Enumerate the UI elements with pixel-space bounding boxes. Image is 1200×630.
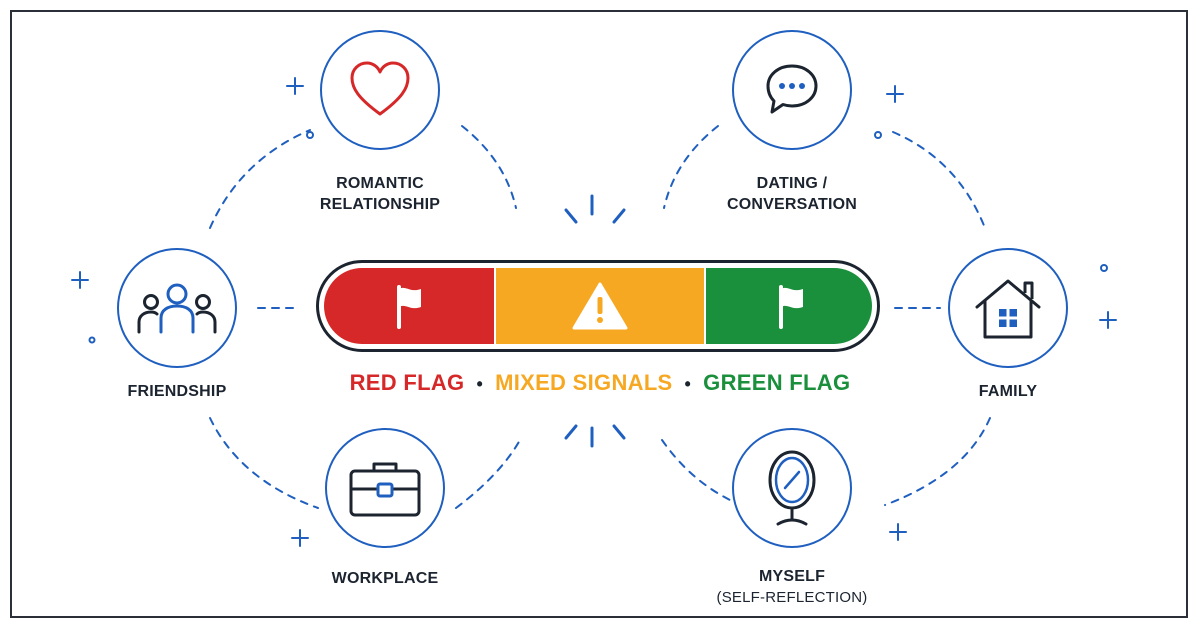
romantic-relationship-node [320,30,440,150]
small-rings [88,131,1108,344]
burst-rays-bottom [564,424,626,448]
legend-separator: • [476,374,484,394]
dating-conversation-label: DATING / CONVERSATION [712,173,872,215]
legend-mixed: MIXED SIGNALS [495,370,673,395]
romantic-relationship-label: ROMANTIC RELATIONSHIP [300,173,460,215]
dating-line1: DATING / [756,175,828,192]
house-icon [975,279,1041,339]
workplace-node [325,428,445,548]
mixed-segment [493,268,705,344]
red-segment [324,268,494,344]
meter-track [324,268,872,344]
flag-icon [779,285,804,329]
heart-icon [350,61,410,116]
legend-separator: • [684,374,692,394]
signal-legend: RED FLAG • MIXED SIGNALS • GREEN FLAG [300,370,900,396]
myself-node [732,428,852,548]
green-segment [704,268,872,344]
legend-red: RED FLAG [349,370,465,395]
romantic-line1: ROMANTIC [336,175,424,192]
myself-subtitle: (SELF-REFLECTION) [716,589,868,606]
workplace-label: WORKPLACE [331,570,439,587]
friendship-node [117,248,237,368]
sparkles [71,77,1117,547]
myself-label: MYSELF (SELF-REFLECTION) [712,566,872,608]
myself-title: MYSELF [758,568,826,585]
friendship-label: FRIENDSHIP [127,383,227,400]
burst-rays-top [564,194,626,224]
mirror-icon [768,450,816,526]
romantic-line2: RELATIONSHIP [319,196,441,213]
group-people-icon [137,283,217,334]
signal-meter [316,260,880,352]
warning-icon [572,282,628,330]
family-label: FAMILY [978,383,1038,400]
speech-bubble-icon [766,64,818,114]
family-node [948,248,1068,368]
briefcase-icon [349,462,421,517]
frame-border [10,10,1188,618]
legend-green: GREEN FLAG [703,370,851,395]
dating-line2: CONVERSATION [726,196,858,213]
flag-icon [396,285,421,329]
dating-conversation-node [732,30,852,150]
